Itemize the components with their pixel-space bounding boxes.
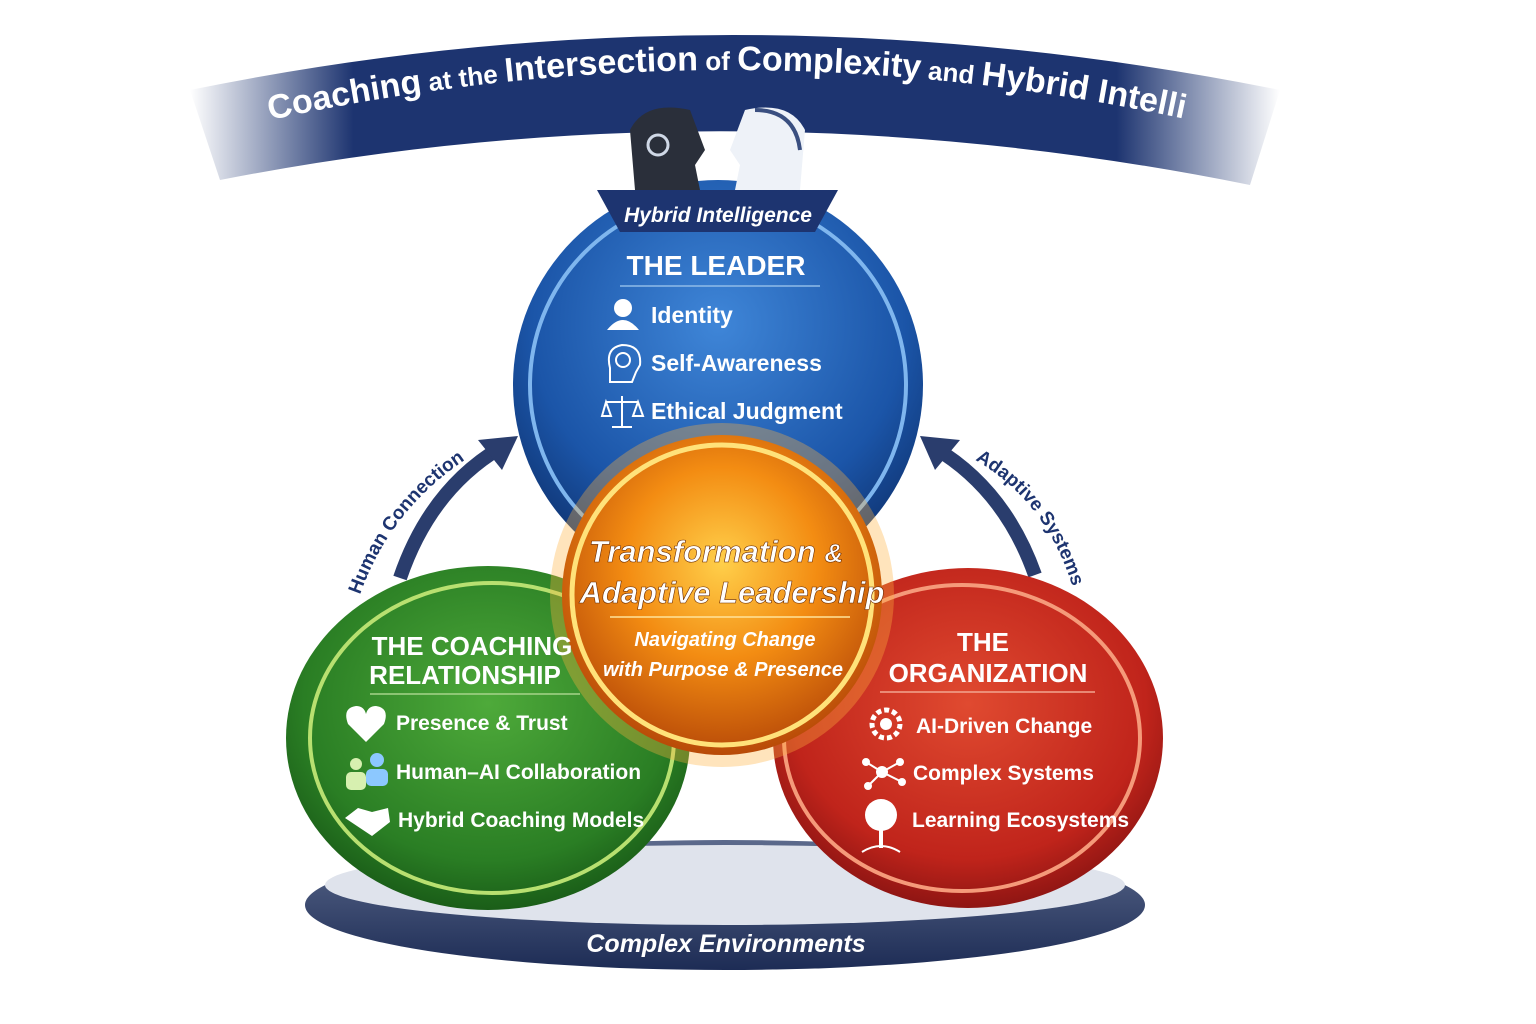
tree-icon bbox=[861, 799, 901, 853]
relationship-item: Presence & Trust bbox=[396, 712, 568, 735]
leader-item: Self-Awareness bbox=[651, 350, 822, 376]
organization-item: AI-Driven Change bbox=[916, 715, 1092, 738]
ai-human-faces-icon bbox=[630, 107, 805, 190]
svg-text:Hybrid Intelligence: Hybrid Intelligence bbox=[624, 204, 812, 227]
handshake-icon bbox=[345, 808, 390, 836]
center-title-line2: Adaptive Leadership bbox=[579, 575, 885, 610]
center-title-line1: Transformation & bbox=[589, 534, 843, 569]
relationship-heading: THE COACHING bbox=[372, 631, 573, 661]
relationship-item: Hybrid Coaching Models bbox=[398, 809, 644, 832]
title-banner bbox=[190, 35, 1280, 185]
head-brain-icon bbox=[607, 343, 642, 383]
relationship-item: Human–AI Collaboration bbox=[396, 761, 641, 784]
relationship-heading: RELATIONSHIP bbox=[369, 660, 561, 690]
organization-item: Complex Systems bbox=[913, 762, 1094, 785]
organization-item: Learning Ecosystems bbox=[912, 809, 1129, 832]
center-circle bbox=[550, 423, 894, 767]
center-subtitle: with Purpose & Presence bbox=[603, 659, 843, 681]
organization-heading: ORGANIZATION bbox=[889, 658, 1088, 688]
svg-text:Complex Environments: Complex Environments bbox=[586, 930, 865, 958]
leader-item: Identity bbox=[651, 302, 733, 328]
hybrid-intelligence-badge: Hybrid Intelligence bbox=[597, 107, 838, 232]
network-icon bbox=[862, 758, 906, 790]
scales-icon bbox=[600, 396, 645, 428]
center-subtitle: Navigating Change bbox=[634, 629, 815, 651]
gear-icon bbox=[869, 707, 903, 741]
arrow-adaptive-systems: Adaptive Systems bbox=[920, 436, 1088, 588]
people-icon bbox=[346, 753, 388, 790]
organization-heading: THE bbox=[957, 627, 1009, 657]
leader-heading: THE LEADER bbox=[627, 250, 806, 281]
heart-icon bbox=[346, 706, 386, 742]
person-icon bbox=[607, 299, 639, 330]
leader-item: Ethical Judgment bbox=[651, 398, 843, 424]
